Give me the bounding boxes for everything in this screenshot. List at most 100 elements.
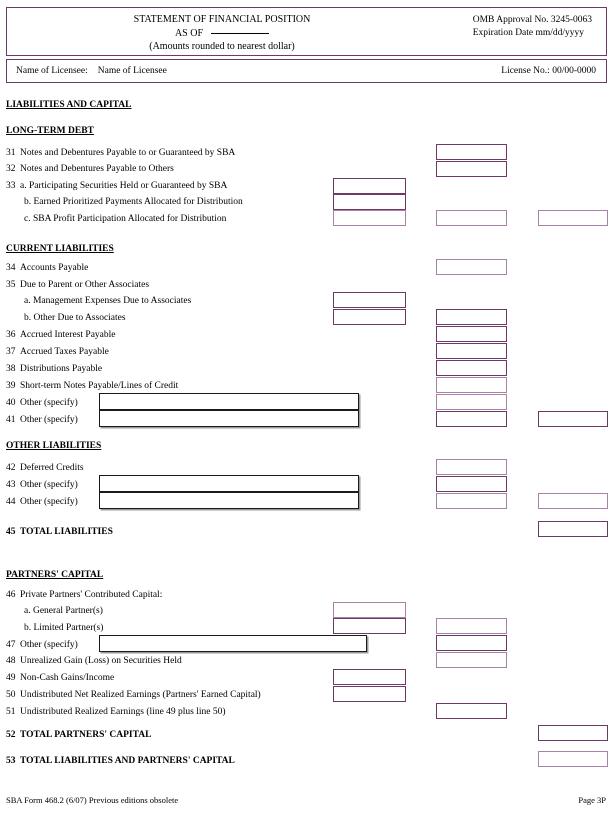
line-37-text: Accrued Taxes Payable xyxy=(20,347,109,357)
line-31-amount-col2[interactable] xyxy=(436,144,507,160)
line-41-amount-col3[interactable] xyxy=(538,411,608,427)
line-35b-amount-col1[interactable] xyxy=(333,309,406,325)
license-no-value[interactable]: 00/00-0000 xyxy=(552,66,596,76)
line-47-specify-input[interactable] xyxy=(99,635,367,652)
line-43-text: Other (specify) xyxy=(20,480,78,490)
line-39-amount-col2[interactable] xyxy=(436,377,507,393)
line-46b-amount-col2[interactable] xyxy=(436,618,507,634)
line-37-amount-col2[interactable] xyxy=(436,343,507,359)
line-35b-amount-col2[interactable] xyxy=(436,309,507,325)
line-41-amount-col2[interactable] xyxy=(436,411,507,427)
line-42-amount-col2[interactable] xyxy=(436,459,507,475)
form-title-block: STATEMENT OF FINANCIAL POSITION AS OF (A… xyxy=(7,13,437,53)
line-52-text: TOTAL PARTNERS' CAPITAL xyxy=(20,730,152,740)
line-36-text: Accrued Interest Payable xyxy=(20,330,116,340)
line-53-total-liabilities-and-capital-amount[interactable] xyxy=(538,751,608,767)
line-53-number: 53 xyxy=(6,756,16,766)
line-42-label: 42 Deferred Credits xyxy=(6,463,84,474)
footer-form-id: SBA Form 468.2 (6/07) Previous editions … xyxy=(6,795,179,805)
line-46a-amount-col1[interactable] xyxy=(333,602,406,618)
line-43-amount-col2[interactable] xyxy=(436,476,507,492)
heading-long-term-debt: LONG-TERM DEBT xyxy=(6,126,94,136)
line-38-amount-col2[interactable] xyxy=(436,360,507,376)
line-33a-text: a. Participating Securities Held or Guar… xyxy=(20,181,228,191)
line-52-total-partners-capital-amount[interactable] xyxy=(538,725,608,741)
line-50-text: Undistributed Net Realized Earnings (Par… xyxy=(20,690,261,700)
heading-partners-capital: PARTNERS' CAPITAL xyxy=(6,570,104,580)
line-39-text: Short-term Notes Payable/Lines of Credit xyxy=(20,381,179,391)
heading-other-liabilities: OTHER LIABILITIES xyxy=(6,441,102,451)
license-no-label: License No.: xyxy=(501,66,550,76)
line-34-amount-col2[interactable] xyxy=(436,259,507,275)
line-51-amount-col2[interactable] xyxy=(436,703,507,719)
line-33b-amount-col1[interactable] xyxy=(333,194,406,210)
line-46b-text: b. Limited Partner(s) xyxy=(24,623,104,633)
line-33c-amount-col2[interactable] xyxy=(436,210,507,226)
form-asof-row: AS OF xyxy=(7,26,437,40)
line-47-amount-col2[interactable] xyxy=(436,635,507,651)
footer-page-number: Page 3P xyxy=(578,795,606,805)
omb-approval-no: OMB Approval No. 3245-0063 xyxy=(472,15,592,25)
line-40-specify-input[interactable] xyxy=(99,393,359,410)
line-33-number: 33 xyxy=(6,181,16,191)
line-49-text: Non-Cash Gains/Income xyxy=(20,673,115,683)
line-31-number: 31 xyxy=(6,148,16,158)
line-41-specify-input[interactable] xyxy=(99,410,359,427)
line-49-label: 49 Non-Cash Gains/Income xyxy=(6,673,114,684)
line-45-text: TOTAL LIABILITIES xyxy=(20,527,113,537)
line-42-number: 42 xyxy=(6,463,16,473)
line-50-number: 50 xyxy=(6,690,16,700)
licensee-value[interactable]: Name of Licensee xyxy=(97,66,167,76)
line-33c-text: c. SBA Profit Participation Allocated fo… xyxy=(24,214,227,224)
line-46b-label: b. Limited Partner(s) xyxy=(24,623,103,634)
line-33c-amount-col3[interactable] xyxy=(538,210,608,226)
line-35-number: 35 xyxy=(6,280,16,290)
line-35a-text: a. Management Expenses Due to Associates xyxy=(24,296,192,306)
line-35b-label: b. Other Due to Associates xyxy=(24,313,126,324)
line-33a-label: 33 a. Participating Securities Held or Gu… xyxy=(6,181,227,192)
line-42-text: Deferred Credits xyxy=(20,463,84,473)
line-32-amount-col2[interactable] xyxy=(436,161,507,177)
line-45-total-liabilities-amount[interactable] xyxy=(538,521,608,537)
line-52-number: 52 xyxy=(6,730,16,740)
line-44-amount-col2[interactable] xyxy=(436,493,507,509)
heading-liabilities-and-capital: LIABILITIES AND CAPITAL xyxy=(6,100,132,110)
line-48-amount-col2[interactable] xyxy=(436,652,507,668)
line-46a-label: a. General Partner(s) xyxy=(24,606,103,617)
line-44-specify-input[interactable] xyxy=(99,492,359,509)
line-46b-amount-col1[interactable] xyxy=(333,618,406,634)
line-51-text: Undistributed Realized Earnings (line 49… xyxy=(20,707,226,717)
line-46-number: 46 xyxy=(6,590,16,600)
line-36-amount-col2[interactable] xyxy=(436,326,507,342)
line-35a-amount-col1[interactable] xyxy=(333,292,406,308)
licensee-label: Name of Licensee: xyxy=(16,66,88,76)
line-49-amount-col1[interactable] xyxy=(333,669,406,685)
line-44-amount-col3[interactable] xyxy=(538,493,608,509)
as-of-date-blank[interactable] xyxy=(211,26,270,34)
line-39-number: 39 xyxy=(6,381,16,391)
line-34-number: 34 xyxy=(6,263,16,273)
line-38-text: Distributions Payable xyxy=(20,364,103,374)
line-49-number: 49 xyxy=(6,673,16,683)
line-47-number: 47 xyxy=(6,640,16,650)
line-33b-label: b. Earned Prioritized Payments Allocated… xyxy=(24,197,243,208)
line-44-number: 44 xyxy=(6,497,16,507)
line-53-text: TOTAL LIABILITIES AND PARTNERS' CAPITAL xyxy=(20,756,235,766)
line-53-label: 53 TOTAL LIABILITIES AND PARTNERS' CAPITA… xyxy=(6,756,235,767)
line-33c-amount-col1[interactable] xyxy=(333,210,406,226)
line-40-text: Other (specify) xyxy=(20,398,78,408)
line-35a-label: a. Management Expenses Due to Associates xyxy=(24,296,191,307)
line-40-amount-col2[interactable] xyxy=(436,394,507,410)
line-50-amount-col1[interactable] xyxy=(333,686,406,702)
line-33a-amount-col1[interactable] xyxy=(333,178,406,194)
line-43-specify-input[interactable] xyxy=(99,475,359,492)
